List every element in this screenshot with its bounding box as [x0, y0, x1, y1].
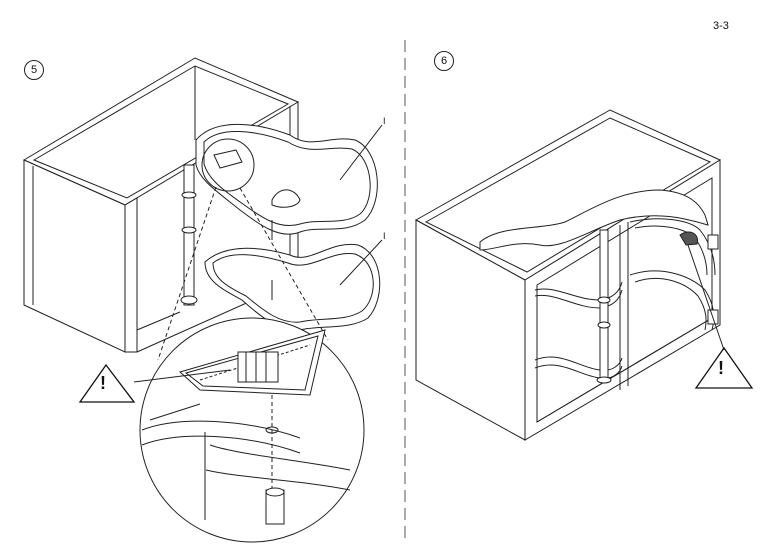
step-6-marker: 6 [434, 51, 454, 71]
step-6-lemans-shelves [479, 189, 719, 384]
detail-magnifier [139, 317, 365, 543]
step-6-cabinet [414, 109, 722, 441]
shelf-callout-upper: I [383, 116, 386, 126]
step-5-marker: 5 [24, 60, 44, 80]
warning-symbol-5: ! [100, 373, 106, 393]
step-5-lemans-shelves [157, 123, 383, 361]
warning-triangle-6 [687, 244, 754, 389]
step-5-cabinet [22, 57, 300, 353]
warning-triangle-5 [78, 363, 231, 403]
warning-symbol-6: ! [718, 358, 724, 378]
page-number: 3-3 [713, 20, 729, 32]
shelf-callout-lower: I [383, 231, 386, 241]
